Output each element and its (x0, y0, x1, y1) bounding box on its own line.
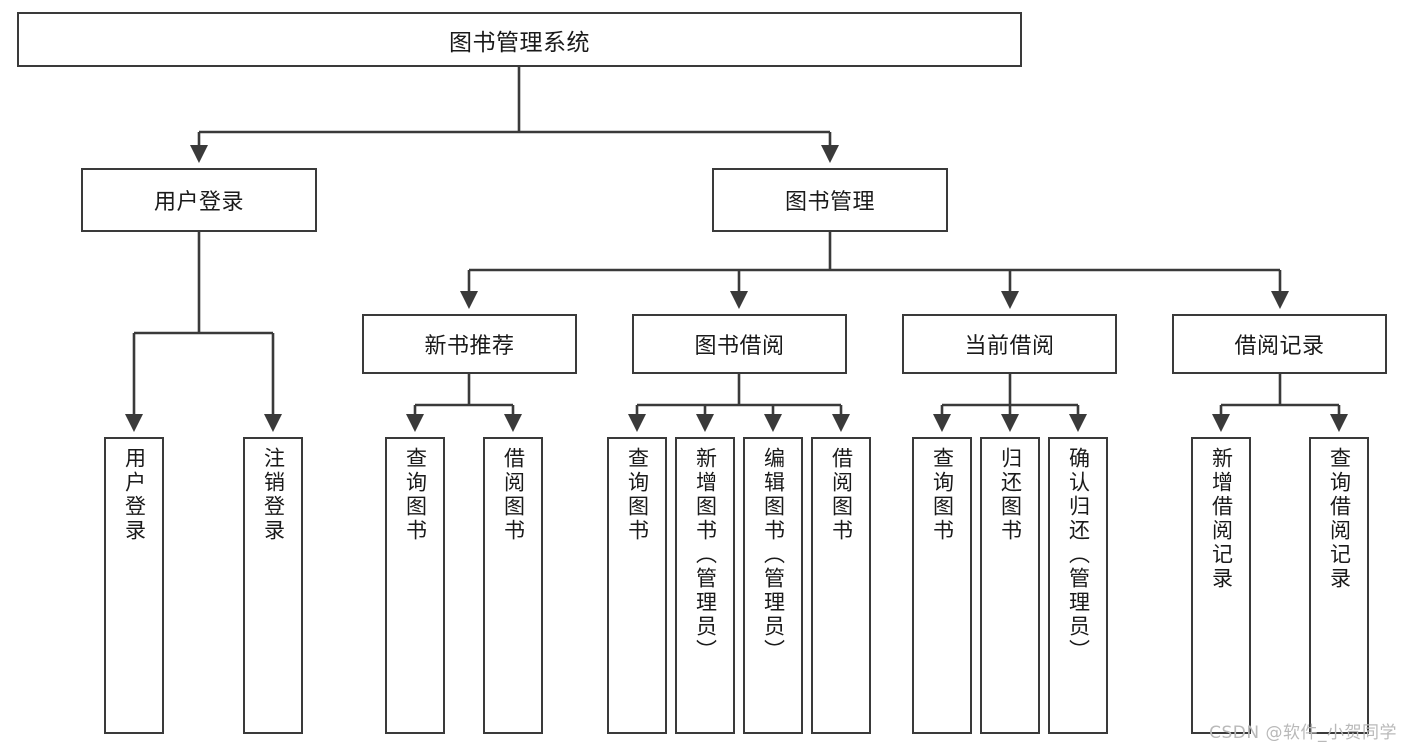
csdn-watermark: CSDN @软件_小贺同学 (1209, 723, 1397, 743)
node-current-borrow[interactable]: 当前借阅 (902, 314, 1117, 374)
node-leaf-add-record-label: 新增借阅记录 (1209, 447, 1234, 591)
node-leaf-query-record[interactable]: 查询借阅记录 (1309, 437, 1369, 734)
node-leaf-confirm-return[interactable]: 确认归还（管理员） (1048, 437, 1108, 734)
node-new-book-recommend[interactable]: 新书推荐 (362, 314, 577, 374)
node-leaf-query-book-1[interactable]: 查询图书 (385, 437, 445, 734)
node-leaf-edit-book-label: 编辑图书（管理员） (761, 447, 786, 663)
node-leaf-query-record-label: 查询借阅记录 (1327, 447, 1352, 591)
node-leaf-borrow-book-2-label: 借阅图书 (829, 447, 854, 543)
node-current-borrow-label: 当前借阅 (964, 334, 1055, 359)
node-leaf-borrow-book-2[interactable]: 借阅图书 (811, 437, 871, 734)
node-leaf-confirm-return-label: 确认归还（管理员） (1066, 447, 1091, 663)
node-leaf-query-book-3-label: 查询图书 (930, 447, 955, 543)
node-book-manage[interactable]: 图书管理 (712, 168, 948, 232)
node-leaf-user-logout[interactable]: 注销登录 (243, 437, 303, 734)
node-leaf-borrow-book-1[interactable]: 借阅图书 (483, 437, 543, 734)
node-new-book-recommend-label: 新书推荐 (424, 334, 515, 359)
node-leaf-query-book-1-label: 查询图书 (403, 447, 428, 543)
node-leaf-return-book-label: 归还图书 (998, 447, 1023, 543)
node-user-login-label: 用户登录 (153, 190, 244, 215)
node-leaf-user-login[interactable]: 用户登录 (104, 437, 164, 734)
node-leaf-query-book-3[interactable]: 查询图书 (912, 437, 972, 734)
node-leaf-add-record[interactable]: 新增借阅记录 (1191, 437, 1251, 734)
node-book-manage-label: 图书管理 (784, 190, 875, 215)
node-borrow-record-label: 借阅记录 (1234, 334, 1325, 359)
node-leaf-query-book-2-label: 查询图书 (625, 447, 650, 543)
node-leaf-add-book-label: 新增图书（管理员） (693, 447, 718, 663)
node-leaf-borrow-book-1-label: 借阅图书 (501, 447, 526, 543)
node-borrow-record[interactable]: 借阅记录 (1172, 314, 1387, 374)
node-book-borrow[interactable]: 图书借阅 (632, 314, 847, 374)
node-leaf-user-logout-label: 注销登录 (261, 447, 286, 543)
node-leaf-return-book[interactable]: 归还图书 (980, 437, 1040, 734)
node-leaf-add-book[interactable]: 新增图书（管理员） (675, 437, 735, 734)
node-leaf-query-book-2[interactable]: 查询图书 (607, 437, 667, 734)
node-root-label: 图书管理系统 (449, 29, 590, 56)
node-root[interactable]: 图书管理系统 (17, 12, 1022, 67)
node-leaf-edit-book[interactable]: 编辑图书（管理员） (743, 437, 803, 734)
node-leaf-user-login-label: 用户登录 (122, 447, 147, 543)
node-book-borrow-label: 图书借阅 (694, 334, 785, 359)
node-user-login[interactable]: 用户登录 (81, 168, 317, 232)
